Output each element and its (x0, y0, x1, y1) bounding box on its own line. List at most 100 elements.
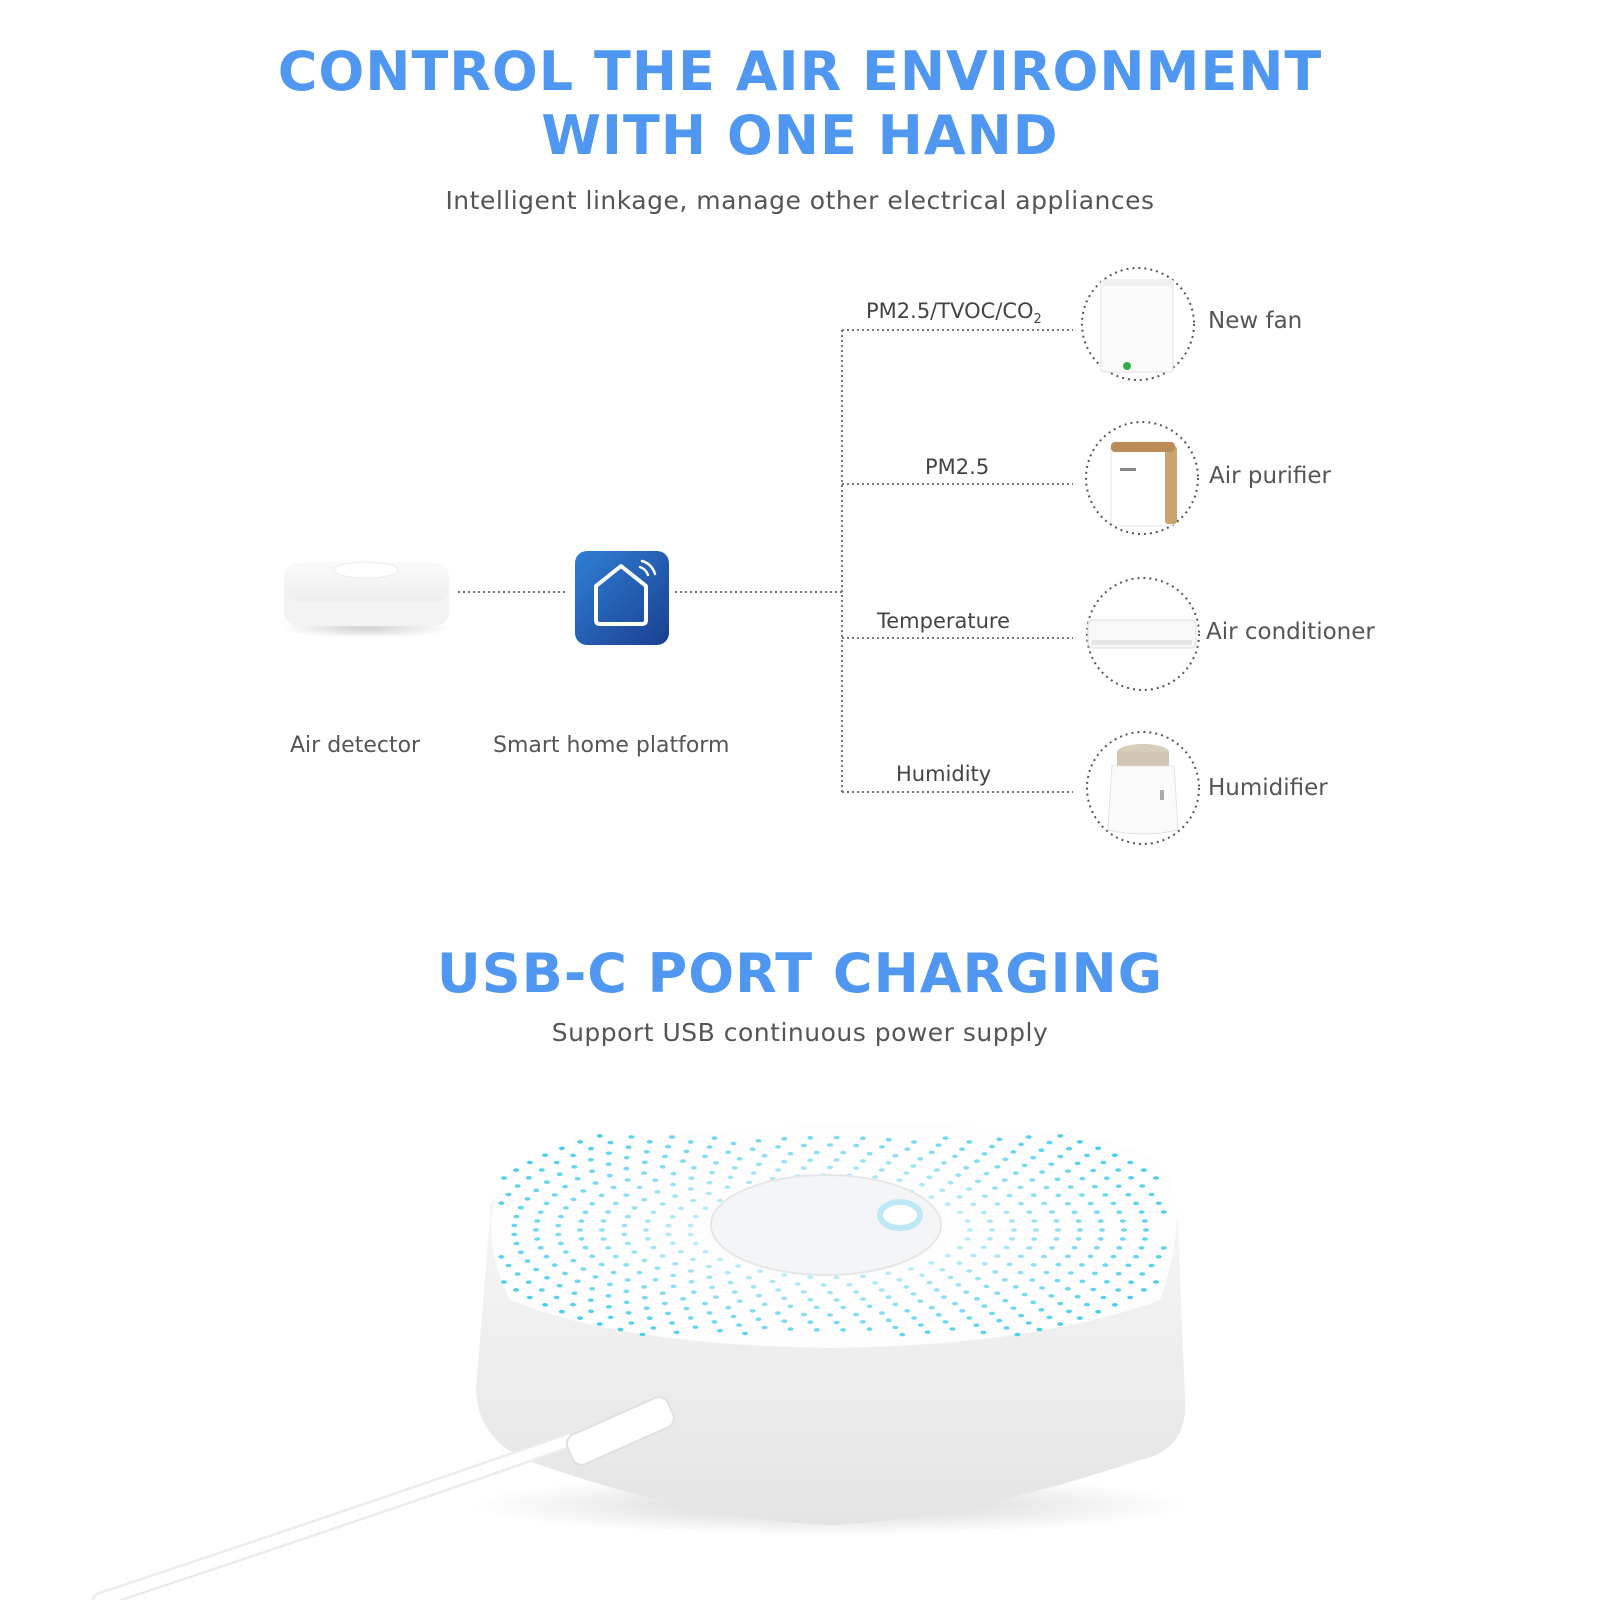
led-dot (800, 1166, 807, 1170)
led-dot (588, 1146, 594, 1151)
led-dot (644, 1237, 651, 1241)
led-dot (761, 1153, 768, 1158)
led-dot (596, 1322, 603, 1326)
led-dot (939, 1188, 946, 1193)
led-dot (605, 1305, 612, 1309)
led-dot (534, 1237, 541, 1241)
led-dot (840, 1328, 847, 1332)
led-dot (570, 1302, 576, 1307)
led-dot (582, 1210, 589, 1215)
led-dot (859, 1320, 866, 1324)
led-dot (757, 1269, 763, 1273)
led-dot (705, 1264, 712, 1269)
led-dot (513, 1168, 520, 1172)
led-dot (623, 1155, 630, 1160)
led-dot (1010, 1150, 1017, 1154)
led-dot (775, 1288, 782, 1292)
led-dot (1010, 1306, 1017, 1310)
led-dot (807, 1158, 814, 1163)
led-dot (908, 1267, 915, 1271)
led-dot (537, 1210, 544, 1214)
air-conditioner-image (1086, 577, 1200, 691)
led-dot (558, 1146, 565, 1151)
led-dot (562, 1206, 569, 1210)
led-dot (994, 1202, 1001, 1206)
led-dot (705, 1191, 712, 1196)
led-dot (533, 1267, 540, 1272)
led-dot (524, 1197, 531, 1201)
led-dot (659, 1291, 666, 1295)
led-dot (992, 1186, 999, 1190)
led-dot (746, 1180, 752, 1185)
led-dot (992, 1270, 999, 1274)
air-detector-label: Air detector (290, 733, 421, 758)
led-dot (598, 1262, 605, 1267)
led-dot (511, 1232, 518, 1237)
led-dot (755, 1317, 762, 1321)
led-dot (807, 1297, 814, 1302)
led-dot (878, 1168, 885, 1172)
led-dot (755, 1162, 762, 1167)
led-dot (577, 1140, 584, 1144)
led-dot (551, 1263, 558, 1267)
led-dot (755, 1139, 762, 1143)
led-dot (781, 1137, 788, 1141)
led-dot (1006, 1262, 1013, 1267)
led-dot (970, 1202, 977, 1207)
led-dot (1141, 1219, 1148, 1223)
led-dot (727, 1175, 734, 1180)
led-dot (669, 1135, 675, 1139)
led-dot (892, 1153, 899, 1158)
led-dot (1100, 1295, 1107, 1300)
led-dot (706, 1275, 713, 1280)
led-dot (994, 1165, 1001, 1169)
page-subtitle: Intelligent linkage, manage other electr… (445, 186, 1155, 215)
led-dot (1009, 1237, 1016, 1241)
led-dot (1155, 1255, 1162, 1259)
led-dot (589, 1201, 596, 1206)
led-dot (533, 1228, 539, 1232)
led-dot (605, 1151, 612, 1155)
led-dot (1026, 1210, 1033, 1214)
led-dot (605, 1246, 612, 1250)
led-dot (1071, 1210, 1078, 1215)
led-dot (986, 1219, 993, 1223)
led-dot (749, 1147, 756, 1151)
air-purifier-image (1085, 421, 1199, 535)
led-dot (746, 1275, 752, 1280)
led-dot (1074, 1161, 1081, 1166)
led-dot (588, 1309, 594, 1314)
led-dot (949, 1327, 956, 1331)
led-dot (1095, 1146, 1102, 1151)
led-dot (1090, 1168, 1097, 1173)
led-dot (587, 1298, 594, 1302)
led-dot (1141, 1237, 1148, 1241)
led-dot (687, 1187, 694, 1191)
led-dot (589, 1169, 596, 1173)
led-dot (1036, 1327, 1043, 1332)
led-dot (1043, 1185, 1050, 1190)
led-dot (989, 1228, 995, 1232)
led-dot (652, 1178, 659, 1182)
led-dot (1087, 1254, 1094, 1259)
led-dot (866, 1304, 873, 1309)
led-dot (967, 1228, 973, 1232)
led-dot (624, 1278, 631, 1282)
led-dot (687, 1140, 694, 1144)
led-dot (1079, 1279, 1086, 1284)
led-dot (956, 1195, 963, 1199)
led-dot (636, 1270, 643, 1275)
led-dot (623, 1289, 630, 1294)
led-dot (1054, 1278, 1061, 1283)
led-dot (933, 1288, 940, 1292)
led-dot (736, 1157, 743, 1161)
led-dot (813, 1150, 820, 1155)
appliance-label-new-fan: New fan (1208, 308, 1303, 334)
led-dot (505, 1263, 512, 1268)
led-dot (606, 1173, 613, 1178)
led-dot (1012, 1171, 1019, 1175)
led-dot (716, 1328, 723, 1333)
led-dot (1003, 1245, 1010, 1250)
led-dot (833, 1135, 840, 1140)
led-dot (1012, 1285, 1019, 1289)
